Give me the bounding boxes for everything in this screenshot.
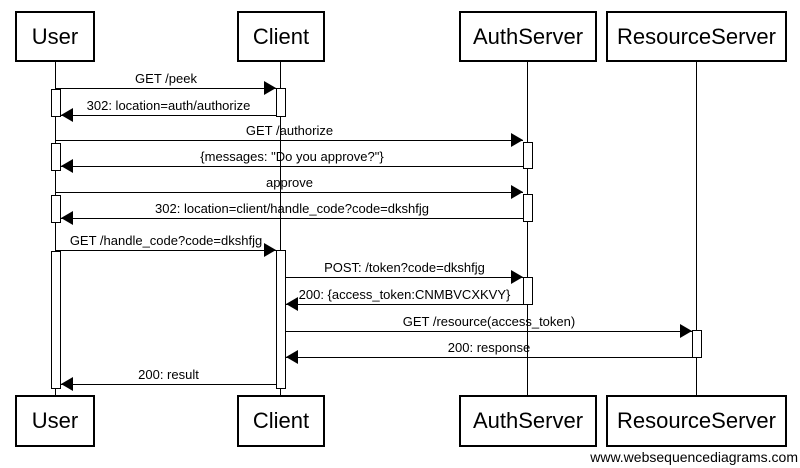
arrowhead-left-icon <box>286 350 298 364</box>
message-label: 302: location=client/handle_code?code=dk… <box>155 201 429 216</box>
lifeline-authserver <box>527 62 528 395</box>
arrowhead-right-icon <box>680 324 692 338</box>
activation-authserver-1 <box>523 142 533 169</box>
message-line <box>286 331 692 332</box>
message-line <box>286 304 523 305</box>
message-line <box>61 166 523 167</box>
actor-label: ResourceServer <box>617 23 776 49</box>
activation-user-3 <box>51 195 61 223</box>
actor-label: User <box>31 408 79 433</box>
message-label: GET /handle_code?code=dkshfjg <box>69 233 263 248</box>
message-label: {messages: "Do you approve?"} <box>200 149 384 164</box>
arrowhead-left-icon <box>61 211 73 225</box>
activation-authserver-3 <box>523 277 533 305</box>
message-line <box>56 250 276 251</box>
actor-box-client-bottom: Client <box>237 395 325 447</box>
actor-box-user-bottom: User <box>15 395 95 447</box>
arrowhead-left-icon <box>61 159 73 173</box>
actor-label: ResourceServer <box>617 408 776 433</box>
arrowhead-right-icon <box>264 243 276 257</box>
message-label: GET /peek <box>135 71 197 86</box>
message-line <box>286 357 692 358</box>
message-label: 302: location=auth/authorize <box>86 98 251 113</box>
activation-user-4 <box>51 251 61 389</box>
message-line <box>61 218 523 219</box>
actor-label: Client <box>252 23 310 49</box>
message-label: GET /authorize <box>245 123 334 138</box>
actor-box-user-top: User <box>15 11 95 62</box>
message-label: 200: response <box>447 340 531 355</box>
activation-client-2 <box>276 250 286 389</box>
arrowhead-right-icon <box>511 133 523 147</box>
lifeline-user <box>55 62 56 395</box>
arrowhead-left-icon <box>61 108 73 122</box>
message-line <box>56 88 276 89</box>
arrowhead-right-icon <box>511 185 523 199</box>
activation-user-2 <box>51 143 61 171</box>
activation-authserver-2 <box>523 194 533 222</box>
activation-client-1 <box>276 88 286 117</box>
lifeline-resourceserver <box>696 62 697 395</box>
message-line <box>61 115 276 116</box>
message-label: 200: {access_token:CNMBVCXKVY} <box>298 287 511 302</box>
actor-label: User <box>31 23 79 49</box>
message-label: approve <box>266 175 313 190</box>
actor-box-resourceserver-bottom: ResourceServer <box>606 395 787 447</box>
arrowhead-right-icon <box>511 270 523 284</box>
actor-box-authserver-top: AuthServer <box>459 11 597 62</box>
actor-box-client-top: Client <box>237 11 325 62</box>
actor-label: AuthServer <box>472 23 584 49</box>
message-line <box>286 277 523 278</box>
activation-resourceserver-1 <box>692 330 702 358</box>
lifeline-client <box>280 62 281 395</box>
watermark: www.websequencediagrams.com <box>590 449 798 465</box>
message-label: POST: /token?code=dkshfjg <box>324 260 485 275</box>
actor-label: Client <box>252 408 310 433</box>
activation-user-1 <box>51 89 61 117</box>
message-line <box>56 140 523 141</box>
message-line <box>56 192 523 193</box>
actor-label: AuthServer <box>472 408 584 433</box>
arrowhead-left-icon <box>286 297 298 311</box>
actor-box-authserver-bottom: AuthServer <box>459 395 597 447</box>
message-label: 200: result <box>138 367 199 382</box>
actor-box-resourceserver-top: ResourceServer <box>606 11 787 62</box>
arrowhead-left-icon <box>61 377 73 391</box>
message-line <box>61 384 276 385</box>
arrowhead-right-icon <box>264 81 276 95</box>
message-label: GET /resource(access_token) <box>402 314 576 329</box>
